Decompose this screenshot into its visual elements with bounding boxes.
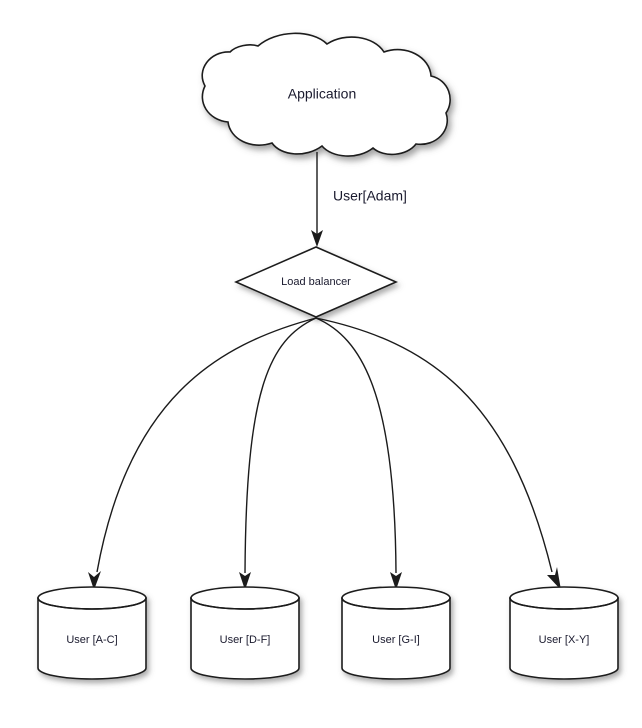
db-x-y-label: User [X-Y] xyxy=(539,634,590,646)
edge-label-user-adam: User[Adam] xyxy=(333,188,407,204)
edge-lb-to-d-f-line xyxy=(244,317,317,574)
load-balancer-label: Load balancer xyxy=(281,276,351,288)
db-g-i-rim xyxy=(341,597,451,610)
edge-lb-to-d-f-arrowhead xyxy=(239,572,251,590)
edge-app-to-lb-arrowhead xyxy=(311,230,323,247)
edge-lb-to-x-y xyxy=(315,317,561,590)
db-a-c-label: User [A-C] xyxy=(66,634,117,646)
node-db-a-c[interactable]: User [A-C] xyxy=(37,586,147,680)
db-x-y-rim xyxy=(509,597,619,610)
edge-lb-to-g-i-arrowhead xyxy=(390,572,402,590)
edge-lb-to-d-f xyxy=(239,317,317,590)
node-db-x-y[interactable]: User [X-Y] xyxy=(509,586,619,680)
diamond-decision-icon xyxy=(234,246,398,318)
node-load-balancer[interactable]: Load balancer xyxy=(234,246,398,318)
db-a-c-rim xyxy=(37,597,147,610)
edge-lb-to-a-c-arrowhead xyxy=(88,571,101,590)
db-d-f-label: User [D-F] xyxy=(220,634,271,646)
edge-lb-to-g-i xyxy=(315,317,402,590)
edge-lb-to-a-c xyxy=(88,317,317,590)
edge-lb-to-a-c-line xyxy=(96,317,317,573)
node-db-d-f[interactable]: User [D-F] xyxy=(190,586,300,680)
db-g-i-label: User [G-I] xyxy=(372,634,420,646)
edge-lb-to-x-y-line xyxy=(315,317,553,573)
cloud-icon xyxy=(201,32,451,157)
node-application[interactable]: Application xyxy=(201,32,451,157)
edge-lb-to-g-i-line xyxy=(315,317,397,574)
database-cylinder-icon xyxy=(509,586,619,680)
database-cylinder-icon xyxy=(37,586,147,680)
edge-app-to-lb: User[Adam] xyxy=(311,152,407,247)
edge-lb-to-x-y-arrowhead xyxy=(547,567,561,590)
application-label: Application xyxy=(288,86,357,102)
db-d-f-rim xyxy=(190,597,300,610)
node-db-g-i[interactable]: User [G-I] xyxy=(341,586,451,680)
